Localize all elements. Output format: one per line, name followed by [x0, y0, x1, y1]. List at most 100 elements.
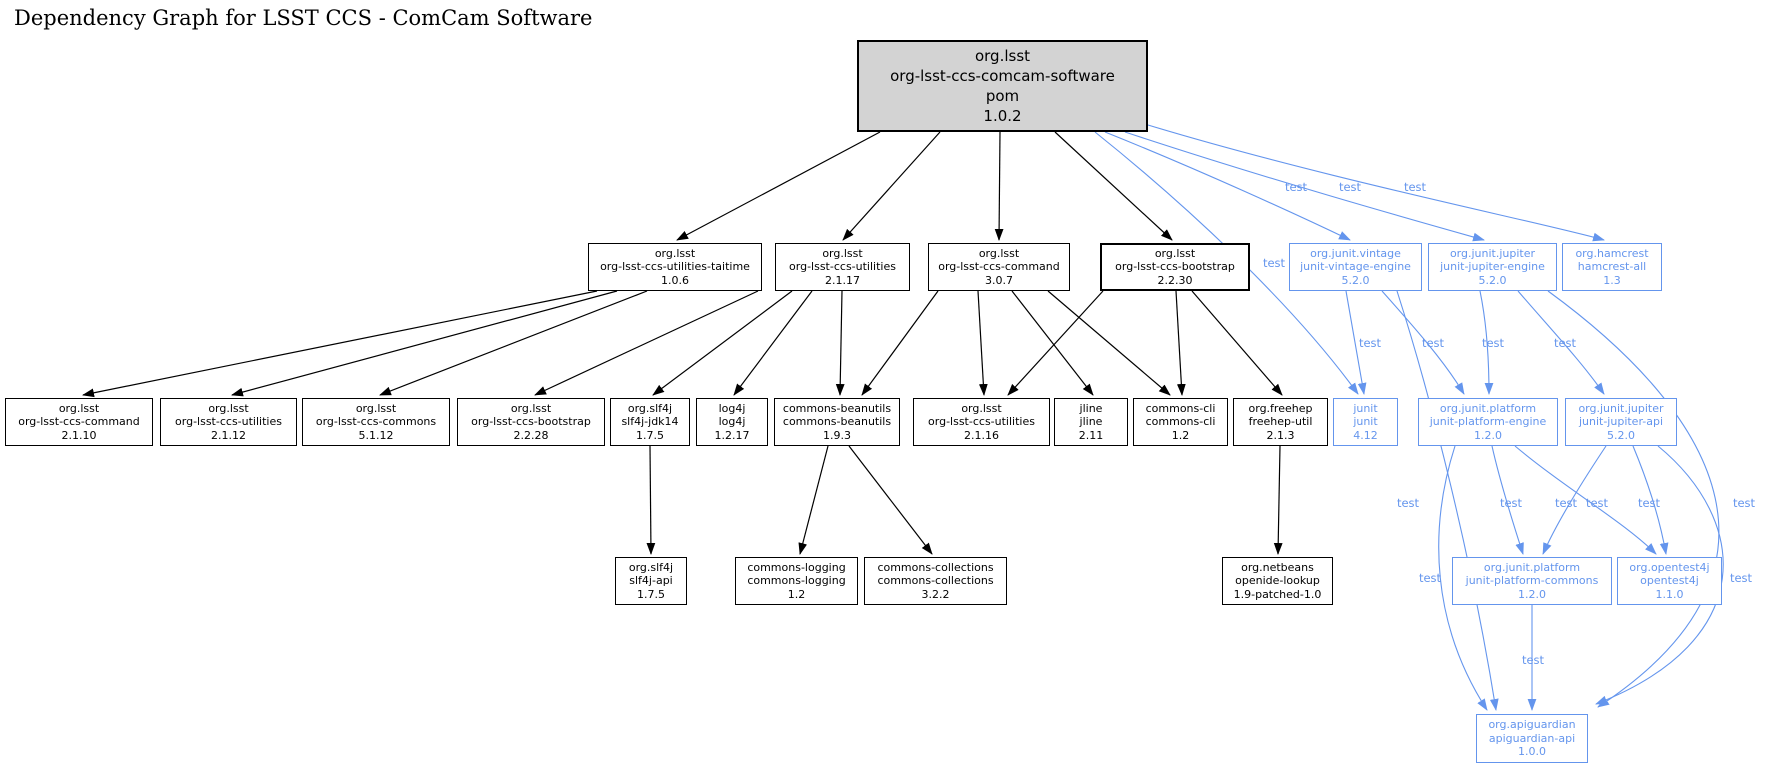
edge-label-vintage-apiguardian: test [1396, 496, 1420, 510]
node-junit-jupiter-api: org.junit.jupiter junit-jupiter-api 5.2.… [1565, 398, 1677, 446]
edge-taitime-command210 [82, 290, 598, 398]
edge-root-jupiterengine [1124, 131, 1485, 242]
edge-utilities17-beanutils [835, 290, 845, 396]
node-junit-vintage-engine: org.junit.vintage junit-vintage-engine 5… [1289, 243, 1422, 291]
test-edges [1094, 124, 1724, 711]
node-artifact: junit-vintage-engine [1300, 260, 1411, 274]
node-version: 5.2.0 [1478, 273, 1507, 287]
node-freehep-util: org.freehep freehep-util 2.1.3 [1233, 398, 1328, 446]
node-artifact: org-lsst-ccs-command [18, 415, 140, 429]
node-version: 5.2.0 [1607, 428, 1635, 442]
node-group: commons-logging [747, 560, 846, 574]
node-group: commons-collections [877, 560, 994, 574]
edge-vintage-apiguardian [1396, 290, 1499, 711]
node-artifact: org-lsst-ccs-bootstrap [471, 415, 591, 429]
edge-command307-beanutils [861, 290, 939, 396]
node-commons-logging: commons-logging commons-logging 1.2 [735, 557, 858, 605]
edge-utilities17-log4j [733, 290, 813, 396]
node-commons-5-1-12: org.lsst org-lsst-ccs-commons 5.1.12 [302, 398, 450, 446]
node-version: 5.2.0 [1341, 273, 1370, 287]
node-group: org.junit.jupiter [1578, 401, 1664, 415]
node-command-2-1-10: org.lsst org-lsst-ccs-command 2.1.10 [5, 398, 153, 446]
edge-label-jupiterapi-opentest4j: test [1637, 496, 1661, 510]
node-artifact: org-lsst-ccs-utilities [175, 415, 282, 429]
edge-root-bootstrap30 [1054, 131, 1173, 241]
edge-bootstrap30-commonscli [1175, 290, 1186, 396]
node-version: 1.2.17 [714, 428, 750, 442]
node-artifact: apiguardian-api [1488, 731, 1576, 745]
node-group: org.netbeans [1241, 560, 1314, 574]
node-version: 5.1.12 [358, 428, 394, 442]
node-utilities-2-1-16: org.lsst org-lsst-ccs-utilities 2.1.16 [913, 398, 1050, 446]
node-junit-platform-engine: org.junit.platform junit-platform-engine… [1418, 398, 1558, 446]
node-version: 1.9-patched-1.0 [1233, 587, 1322, 601]
node-packaging: pom [985, 87, 1020, 105]
node-junit-platform-commons: org.junit.platform junit-platform-common… [1452, 557, 1612, 605]
node-group: org.junit.vintage [1310, 246, 1401, 260]
edge-vintage-junit4 [1345, 290, 1367, 395]
edge-jupiterengine-jupiterapi [1517, 290, 1605, 395]
node-version: 1.2.0 [1474, 428, 1502, 442]
edge-root-utilities17 [842, 131, 941, 241]
node-apiguardian-api: org.apiguardian apiguardian-api 1.0.0 [1476, 714, 1588, 763]
edge-bootstrap30-utilities16 [1007, 290, 1104, 396]
node-bootstrap-2-2-30: org.lsst org-lsst-ccs-bootstrap 2.2.30 [1100, 243, 1250, 291]
node-group: org.lsst [1154, 246, 1196, 260]
node-version: 1.0.6 [661, 273, 689, 287]
edge-utilities17-slf4jjdk [652, 290, 793, 396]
node-commons-beanutils: commons-beanutils commons-beanutils 1.9.… [774, 398, 900, 446]
edge-command307-commonscli [1047, 290, 1171, 396]
node-version: 2.1.3 [1266, 428, 1295, 442]
edge-command307-jline [1011, 290, 1094, 396]
node-version: 1.2 [787, 587, 806, 601]
node-artifact: org-lsst-ccs-utilities [928, 415, 1035, 429]
node-group: org.lsst [355, 401, 397, 415]
node-artifact: junit-jupiter-engine [1440, 260, 1545, 274]
node-artifact: org-lsst-ccs-comcam-software [890, 67, 1115, 85]
node-group: org.lsst [974, 47, 1031, 65]
node-group: org.opentest4j [1629, 560, 1710, 574]
node-version: 2.1.12 [211, 428, 246, 442]
node-opentest4j: org.opentest4j opentest4j 1.1.0 [1617, 557, 1722, 605]
edge-taitime-bootstrap28 [534, 290, 759, 396]
edge-label-root-vintage: test [1284, 180, 1308, 194]
node-artifact: log4j [718, 415, 746, 429]
node-group: log4j [718, 401, 746, 415]
node-version: 1.2 [1171, 428, 1190, 442]
edge-label-jupiterengine-apiguardian: test [1732, 496, 1756, 510]
node-artifact: hamcrest-all [1577, 260, 1647, 274]
edge-label-jupiterapi-platformcommons: test [1585, 496, 1609, 510]
node-group: commons-cli [1145, 401, 1216, 415]
edge-root-taitime [676, 131, 881, 241]
node-log4j: log4j log4j 1.2.17 [696, 398, 768, 446]
node-artifact: opentest4j [1640, 574, 1699, 588]
node-artifact: freehep-util [1248, 415, 1313, 429]
node-artifact: junit-platform-commons [1465, 574, 1599, 588]
edge-label-platformengine-opentest4j: test [1554, 496, 1578, 510]
node-commons-collections: commons-collections commons-collections … [864, 557, 1007, 605]
edge-freehep-openide [1273, 445, 1283, 555]
node-bootstrap-2-2-28: org.lsst org-lsst-ccs-bootstrap 2.2.28 [457, 398, 605, 446]
edge-label-jupiterengine-jupiterapi: test [1553, 336, 1577, 350]
node-group: jline [1079, 401, 1103, 415]
node-version: 1.0.2 [983, 107, 1022, 125]
node-utilities-2-1-17: org.lsst org-lsst-ccs-utilities 2.1.17 [775, 243, 910, 291]
edge-vintage-platformengine [1381, 290, 1465, 395]
node-group: junit [1353, 401, 1378, 415]
edge-taitime-commons512 [379, 290, 648, 396]
node-artifact: org-lsst-ccs-utilities [789, 260, 896, 274]
node-artifact: commons-cli [1145, 415, 1216, 429]
node-version: 2.1.17 [825, 273, 860, 287]
edge-jupiterapi-apiguardian [1595, 445, 1724, 705]
node-artifact: slf4j-api [629, 574, 673, 588]
edge-root-command307 [994, 131, 1004, 241]
node-artifact: junit-jupiter-api [1578, 415, 1664, 429]
edge-label-vintage-platformengine: test [1421, 336, 1445, 350]
edge-label-root-junit4: test [1262, 256, 1286, 270]
edge-label-vintage-junit4: test [1358, 336, 1382, 350]
node-commons-cli: commons-cli commons-cli 1.2 [1133, 398, 1228, 446]
node-slf4j-api: org.slf4j slf4j-api 1.7.5 [615, 557, 687, 605]
node-hamcrest-all: org.hamcrest hamcrest-all 1.3 [1562, 243, 1662, 291]
